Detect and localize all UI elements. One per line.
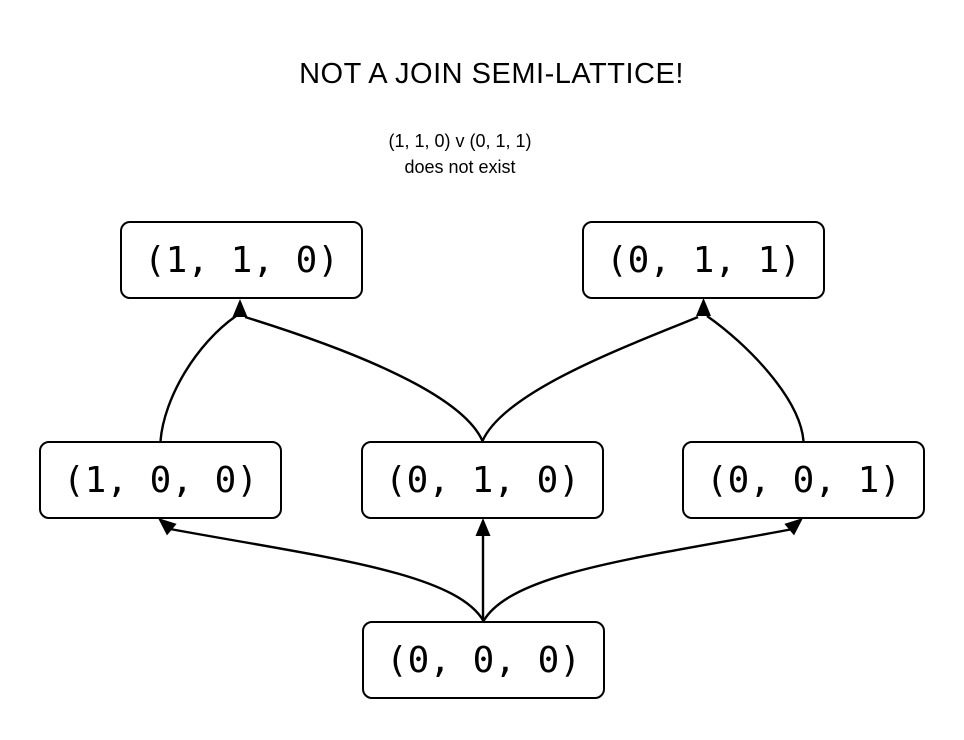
node-0-0-1: (0, 0, 1) [682, 441, 925, 519]
arrowhead-into-010 [475, 518, 491, 536]
arrowhead-into-100 [158, 518, 177, 536]
arrowhead-into-001 [784, 518, 803, 536]
node-label: (0, 0, 0) [385, 639, 582, 681]
node-1-1-0: (1, 1, 0) [120, 221, 363, 299]
subtitle-note: does not exist [404, 157, 516, 177]
edge-001-to-011 [706, 315, 805, 442]
edge-010-to-011 [481, 315, 699, 442]
node-0-1-0: (0, 1, 0) [361, 441, 604, 519]
node-label: (0, 0, 1) [705, 459, 902, 501]
diagram-subtitle: (1, 1, 0) v (0, 1, 1) does not exist [0, 128, 920, 180]
edge-000-to-001 [482, 527, 794, 622]
node-label: (1, 0, 0) [62, 459, 259, 501]
edge-010-to-110 [244, 315, 484, 442]
node-label: (0, 1, 1) [605, 239, 802, 281]
node-label: (0, 1, 0) [384, 459, 581, 501]
subtitle-join-expression: (1, 1, 0) v (0, 1, 1) [388, 131, 532, 151]
node-label: (1, 1, 0) [143, 239, 340, 281]
diagram-title: NOT A JOIN SEMI-LATTICE! [299, 58, 684, 90]
edge-100-to-110 [159, 315, 237, 442]
arrowhead-into-110 [232, 299, 248, 317]
node-1-0-0: (1, 0, 0) [39, 441, 282, 519]
node-0-0-0: (0, 0, 0) [362, 621, 605, 699]
node-0-1-1: (0, 1, 1) [582, 221, 825, 299]
arrowhead-into-011 [696, 298, 711, 316]
edge-000-to-100 [169, 527, 485, 622]
